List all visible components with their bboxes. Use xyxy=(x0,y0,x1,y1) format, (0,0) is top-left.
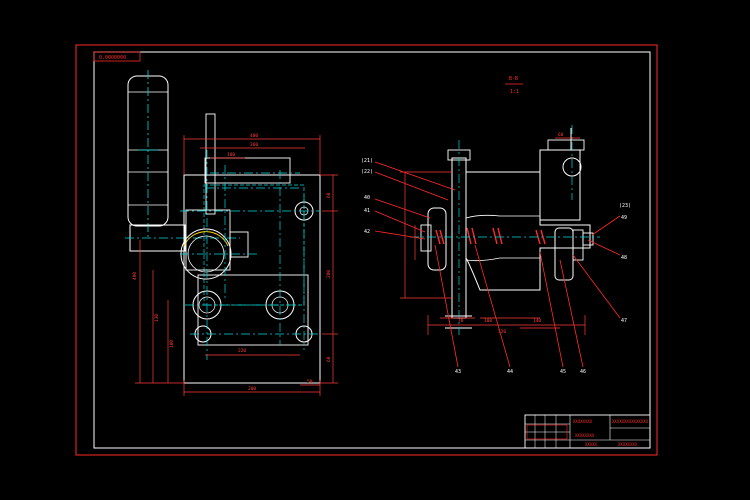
dims-right xyxy=(320,174,338,384)
dim-bottom-2: 50 xyxy=(307,379,313,385)
internal-block xyxy=(197,274,309,346)
dim-right-1: 280 xyxy=(326,270,332,278)
gear-arc xyxy=(183,231,229,247)
dim-top-1: 360 xyxy=(250,142,258,148)
upper-tower xyxy=(205,113,216,215)
right-hub xyxy=(572,229,584,261)
rv-dim-3: 140 xyxy=(533,318,541,324)
title-project-name: XXXXXXXXXXXXXXX xyxy=(612,419,649,424)
inner-frame xyxy=(93,51,651,449)
flange-hub xyxy=(420,224,432,252)
section-scale: 1:1 xyxy=(510,89,519,95)
rv-dim-0: 70 xyxy=(458,318,464,324)
right-nut xyxy=(582,232,594,246)
callout-46: 46 xyxy=(580,369,586,375)
dims-left xyxy=(135,240,184,384)
internal-frame xyxy=(203,184,305,306)
title-part-name: XXXXXXXX xyxy=(575,433,595,438)
rv-dim-2: 320 xyxy=(498,329,506,335)
corner-tag: 0.0000000 xyxy=(99,55,126,61)
leader-lines xyxy=(374,161,621,368)
title-drawing-no: XXXXXXXX xyxy=(618,442,638,447)
callout-40: 40 xyxy=(364,195,370,201)
callout-47: 47 xyxy=(621,318,627,324)
corner-tag-box xyxy=(93,51,141,62)
flange-disc xyxy=(427,207,447,271)
cylinder-neck xyxy=(465,214,540,219)
right-wheel xyxy=(554,227,574,281)
callout-22: (22) xyxy=(361,169,373,175)
dim-right-0: 60 xyxy=(326,192,332,198)
rv-dim-1: 100 xyxy=(484,318,492,324)
bracket-top xyxy=(547,139,585,151)
dim-right-2: 60 xyxy=(326,356,332,362)
outer-frame xyxy=(75,44,658,456)
callout-42: 42 xyxy=(364,229,370,235)
main-body xyxy=(183,174,321,384)
section-label: B-B xyxy=(509,76,518,82)
callout-23: (23) xyxy=(619,203,631,209)
right-view: 70 100 320 140 60 (21) (22) 40 41 42 (23… xyxy=(361,125,631,375)
callout-49: 49 xyxy=(621,215,627,221)
left-view: 400 360 180 220 200 50 490 130 100 xyxy=(125,70,338,396)
upper-block xyxy=(204,157,291,184)
callout-21: (21) xyxy=(361,158,373,164)
gear-housing xyxy=(185,209,231,271)
callout-43: 43 xyxy=(455,369,461,375)
cylinder-body xyxy=(465,171,591,291)
hatch-marks xyxy=(435,227,546,245)
dim-bottom-1: 200 xyxy=(248,386,256,392)
callout-41: 41 xyxy=(364,208,370,214)
dim-top-0: 400 xyxy=(250,133,258,139)
rv-dim-4: 60 xyxy=(558,132,564,138)
title-org-text: XXXXXXXX xyxy=(573,419,593,424)
dim-left-2: 100 xyxy=(169,340,175,348)
dims-right-view xyxy=(400,137,586,335)
dims-top xyxy=(183,135,321,175)
dim-bottom-0: 220 xyxy=(238,348,246,354)
callout-45: 45 xyxy=(560,369,566,375)
dim-left-0: 490 xyxy=(132,272,138,280)
cylinder-neck-lower xyxy=(465,257,540,262)
gear-housing-small xyxy=(229,231,249,258)
callout-48: 48 xyxy=(621,255,627,261)
dim-left-1: 130 xyxy=(154,314,160,322)
title-block xyxy=(524,414,651,449)
title-sheet-label: XXXXX xyxy=(585,442,598,447)
callout-44: 44 xyxy=(507,369,513,375)
right-bracket xyxy=(539,149,581,221)
dim-top-2: 180 xyxy=(227,152,235,158)
